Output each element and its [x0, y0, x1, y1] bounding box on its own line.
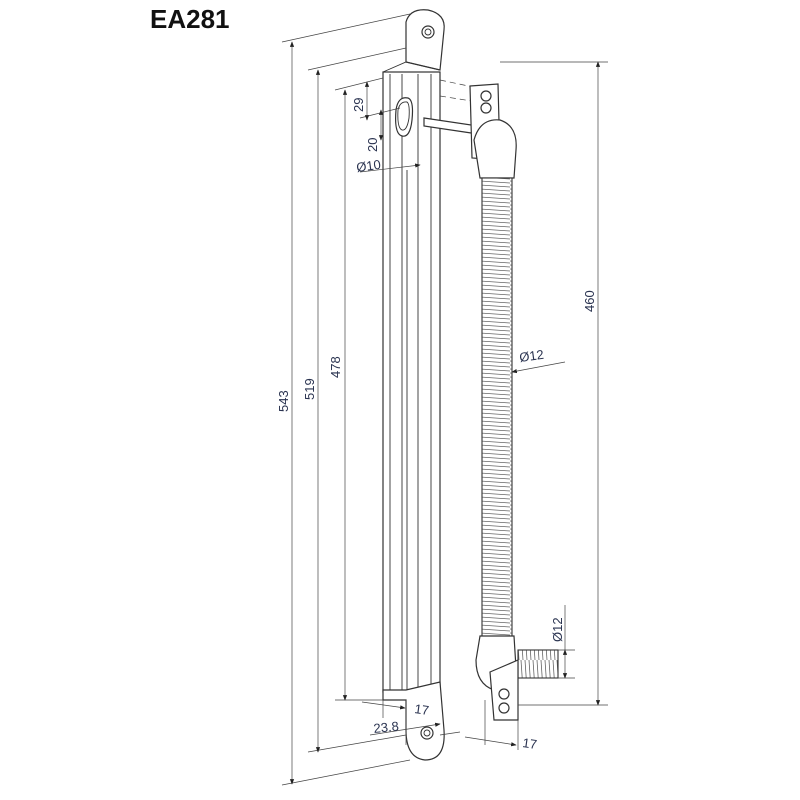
top-plate [405, 9, 445, 71]
dimension-lines [281, 13, 608, 786]
dim-plate-width: 23.8 [373, 718, 400, 736]
dim-29: 29 [351, 98, 366, 112]
dim-slot-diameter: Ø10 [355, 157, 381, 175]
bar-body [382, 71, 441, 693]
dim-460: 460 [582, 290, 597, 312]
vent-bar [382, 9, 445, 761]
dim-fitting-diameter: Ø12 [550, 617, 565, 642]
hose-assembly [469, 83, 559, 721]
bottom-plate-hole [420, 726, 434, 740]
dim-478: 478 [328, 356, 343, 378]
dim-519: 519 [302, 378, 317, 400]
dim-20: 20 [365, 138, 380, 152]
dim-fitting-width: 17 [522, 735, 538, 752]
dim-543: 543 [276, 390, 291, 412]
dim-bar-width: 17 [414, 701, 430, 718]
top-elbow [473, 119, 517, 179]
threaded-fitting [517, 649, 559, 679]
dim-hose-diameter: Ø12 [518, 347, 544, 365]
slot [395, 97, 414, 137]
top-plate-hole [421, 25, 435, 39]
flexible-hose [481, 177, 513, 639]
product-code-title: EA281 [150, 4, 230, 34]
